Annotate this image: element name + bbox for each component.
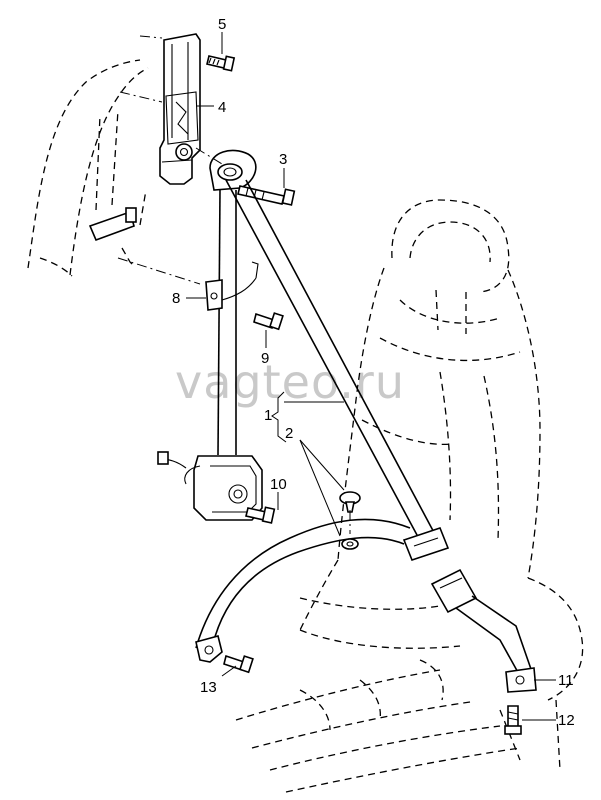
watermark: vagteo.ru — [175, 355, 405, 409]
callout-2: 2 — [285, 425, 293, 442]
bolt-part-5 — [206, 55, 236, 72]
shoulder-belt-webbing — [217, 179, 439, 549]
callout-11: 11 — [558, 672, 574, 689]
stopper-button-part-2 — [339, 491, 361, 550]
height-adjuster-part-4 — [159, 33, 201, 185]
lap-belt-anchor — [195, 635, 254, 674]
buckle-assembly — [430, 568, 537, 735]
alignment-lines — [117, 35, 351, 534]
callout-8: 8 — [172, 290, 180, 307]
callout-3: 3 — [279, 151, 287, 168]
callout-13: 13 — [200, 679, 217, 696]
bracket-part-8 — [205, 261, 284, 331]
latch-plate — [402, 527, 450, 561]
pillar-bracket — [88, 207, 137, 242]
callout-1: 1 — [264, 407, 272, 424]
belt-retractor — [157, 451, 276, 524]
lap-belt-webbing — [195, 518, 411, 649]
b-pillar-outline — [27, 59, 149, 277]
callout-leaders — [186, 32, 556, 721]
callout-10: 10 — [270, 476, 287, 493]
callout-12: 12 — [558, 712, 575, 729]
callout-labels: 5 4 3 8 9 1 2 10 11 12 13 — [172, 16, 575, 729]
seat-outline — [235, 199, 584, 793]
callout-9: 9 — [261, 350, 269, 367]
callout-4: 4 — [218, 99, 226, 116]
belt-guide-part-3 — [209, 149, 296, 206]
callout-5: 5 — [218, 16, 226, 33]
